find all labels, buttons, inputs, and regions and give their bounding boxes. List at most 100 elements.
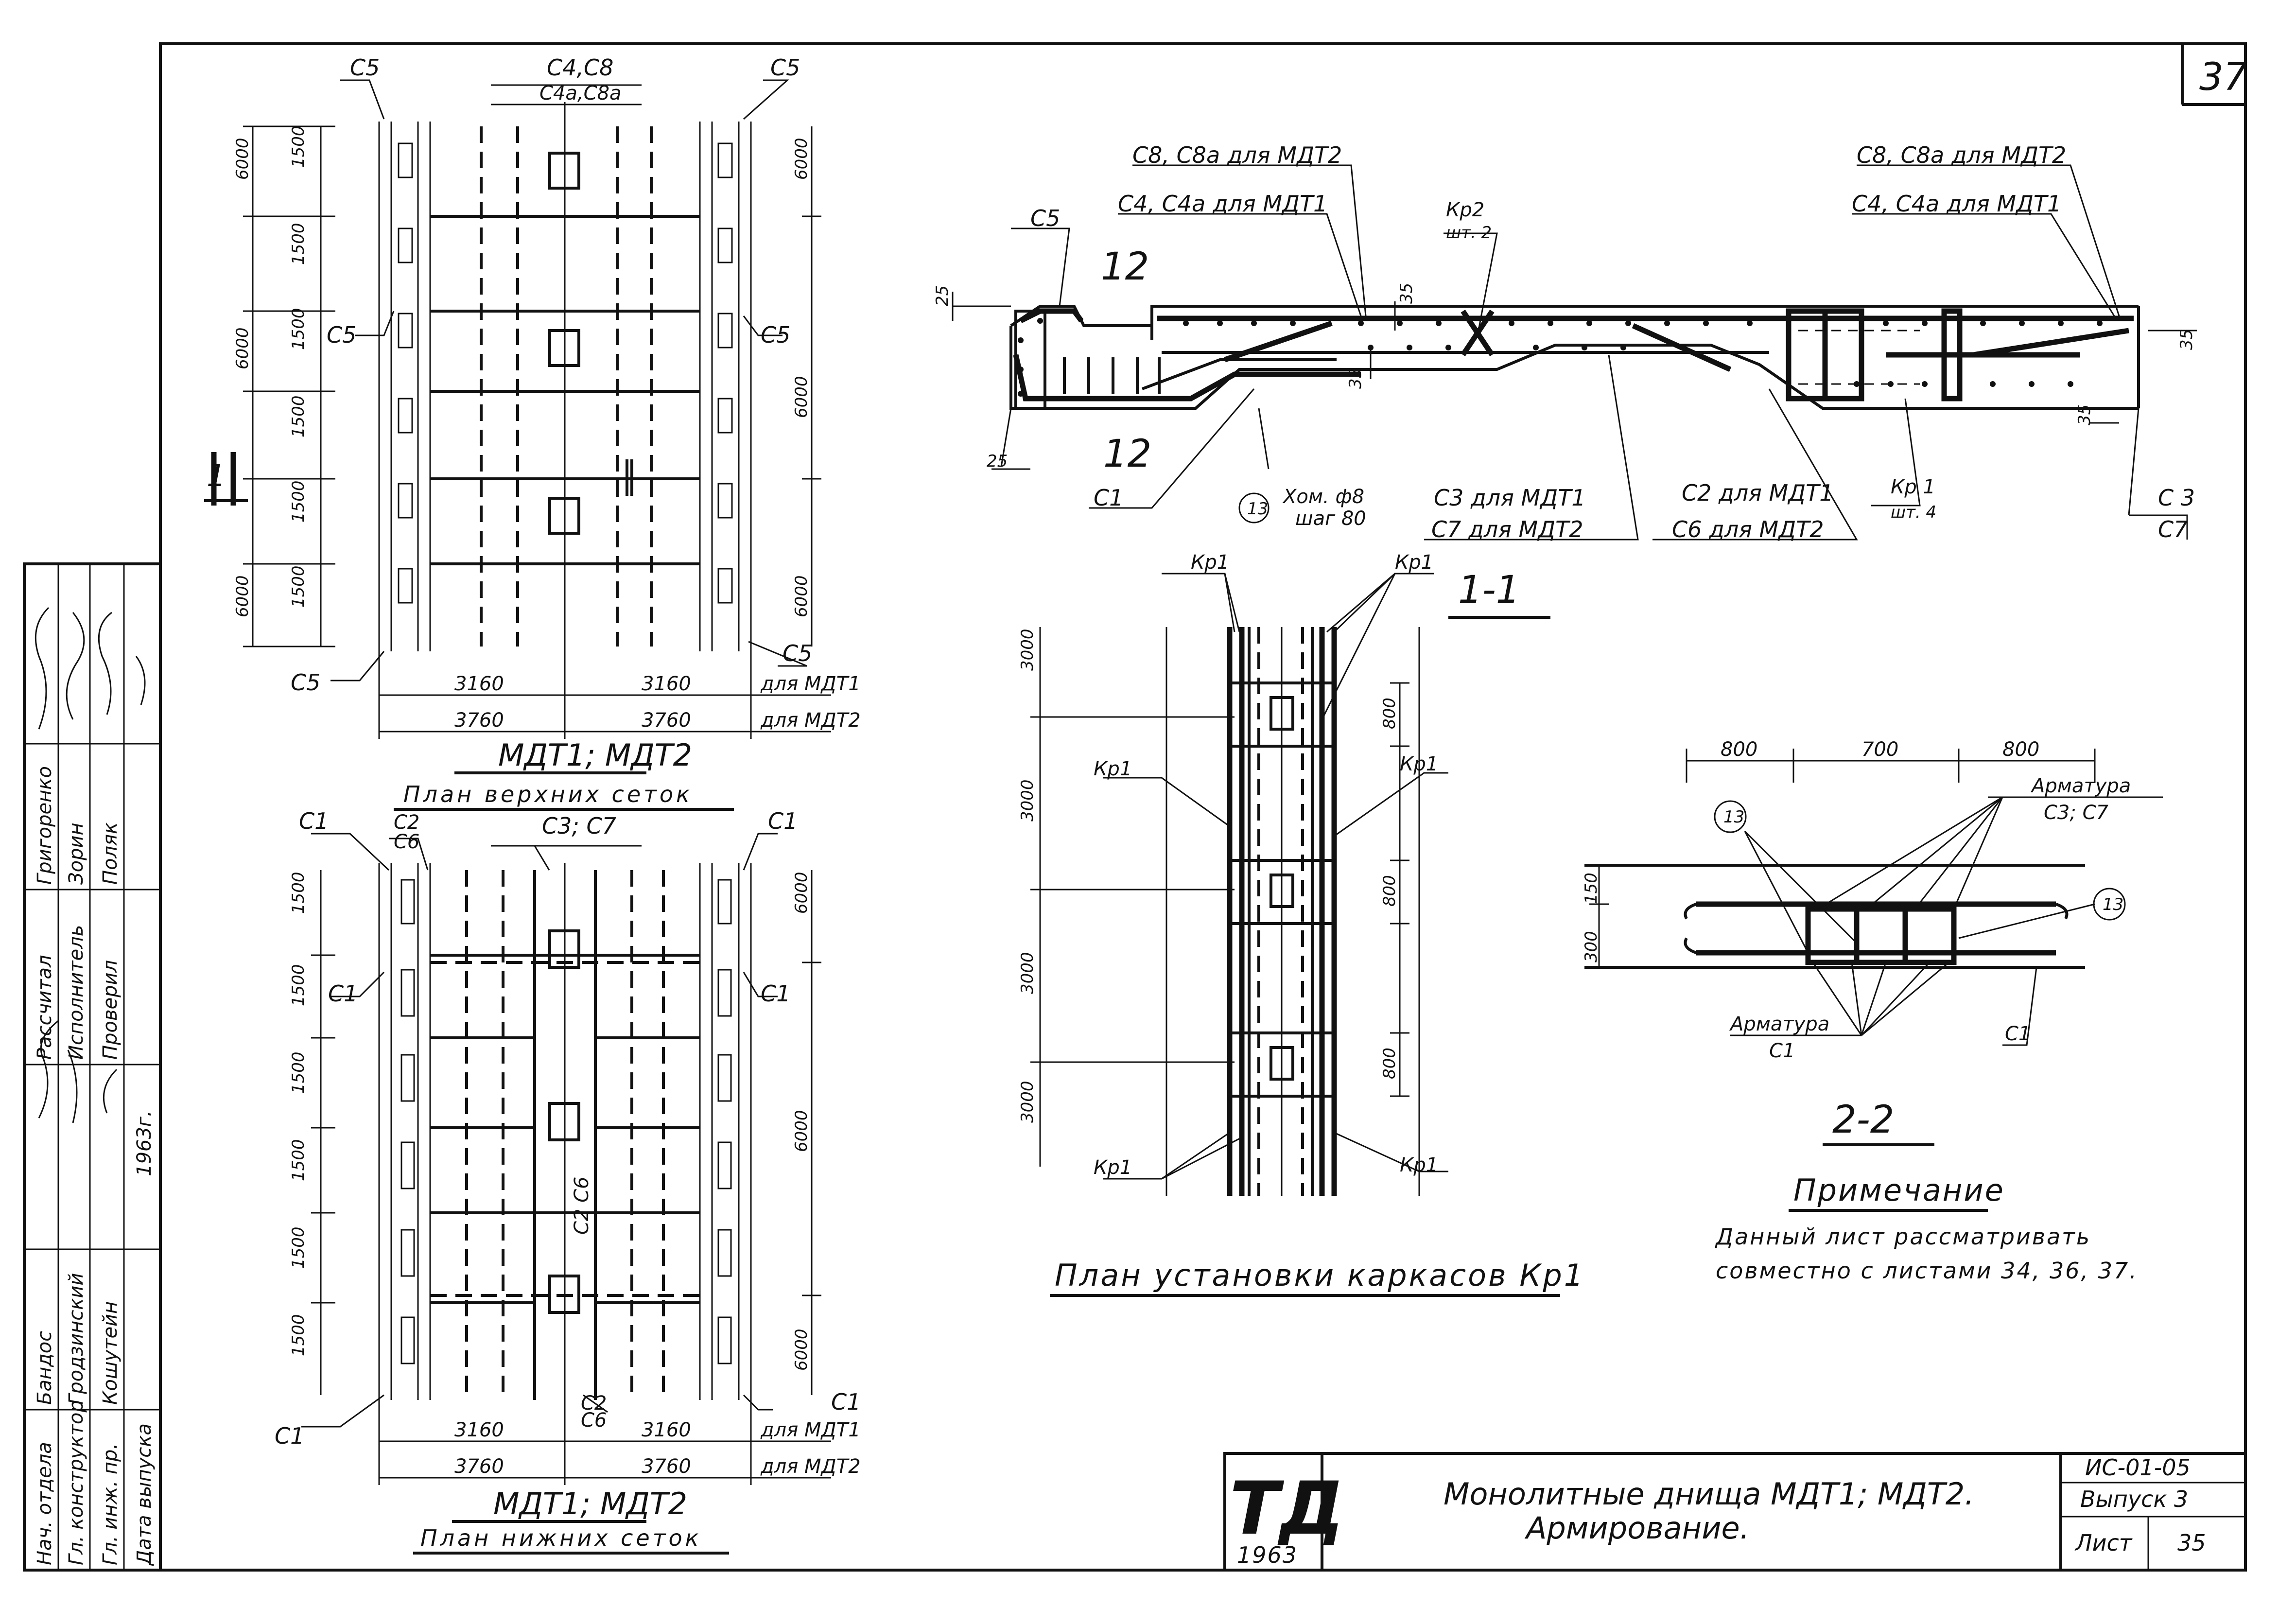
title-series: ИС-01-05 — [2085, 1454, 2191, 1481]
top-section-mark: 1 — [207, 458, 226, 493]
top-dim-bottom-2b: 3760 — [642, 709, 691, 732]
frames-kr1-br: Кр1 — [1400, 1154, 1438, 1176]
title-logo-year: 1963 — [1237, 1542, 1298, 1568]
frames-kr1-tr: Кр1 — [1395, 551, 1433, 574]
bottom-label-c1-tr: С1 — [768, 808, 798, 834]
frames-dim-right-3: 800 — [1380, 1048, 1399, 1079]
sec22-circle-13-right: 13 — [2103, 895, 2123, 914]
stamp-name2-2: Зорин — [65, 822, 87, 885]
section-label-kr1-qty: шт. 4 — [1891, 503, 1936, 522]
frames-plan-texts: Кр1 Кр1 Кр1 Кр1 Кр1 Кр1 3000 3000 3000 3… — [1018, 551, 1585, 1297]
bottom-note-row1: для МДТ1 — [760, 1419, 861, 1441]
title-block-texts: ТД 1963 Монолитные днища МДТ1; МДТ2. Арм… — [1230, 1454, 2206, 1568]
bottom-dim-left-4: 1500 — [289, 1139, 308, 1181]
section-circle-13: 13 — [1247, 499, 1268, 519]
top-label-c5-mr: С5 — [761, 322, 790, 348]
top-label-c5-bl: С5 — [291, 669, 320, 696]
stamp-role2-2: Исполнитель — [65, 925, 87, 1060]
stamp-name-2: Гродзинский — [65, 1273, 87, 1405]
top-dim-left-5: 1500 — [289, 308, 308, 350]
top-label-c5-br: С5 — [783, 640, 812, 666]
frames-kr1-mr: Кр1 — [1400, 753, 1438, 775]
top-label-c4c8: С4,С8 — [547, 54, 613, 81]
sec22-dim-left-2: 300 — [1582, 931, 1601, 962]
bottom-label-c1-bl: С1 — [275, 1423, 304, 1449]
section-label-c1: С1 — [1094, 485, 1123, 511]
bottom-dim-bottom-1a: 3160 — [454, 1419, 504, 1441]
frames-kr1-ml: Кр1 — [1094, 758, 1132, 780]
top-dim-right-1: 6000 — [792, 138, 811, 180]
top-plan — [204, 79, 831, 739]
section-1-1-texts: С8, С8а для МДТ2 С4, С4а для МДТ1 С8, С8… — [933, 142, 2196, 619]
top-label-c4ac8a: С4а,С8а — [539, 82, 622, 105]
frames-dim-left-4: 3000 — [1018, 1081, 1037, 1123]
section-dim-35d: 35 — [2075, 404, 2094, 425]
top-plan-texts: С5 С5 С4,С8 С4а,С8а С5 С5 С5 С5 1 6000 1… — [207, 54, 861, 811]
side-stamp-texts: Нач. отдела Гл. конструктор Гл. инж. пр.… — [34, 766, 156, 1566]
stamp-year: 1963г. — [133, 1110, 156, 1176]
title-logo: ТД — [1230, 1467, 1344, 1551]
bottom-label-c2: С2 — [394, 811, 419, 834]
sec22-dim-top-2: 700 — [1861, 738, 1898, 761]
bottom-note-row2: для МДТ2 — [760, 1455, 861, 1478]
bottom-label-c3c7: С3; С7 — [542, 813, 616, 839]
bottom-plan-title: МДТ1; МДТ2 — [493, 1486, 687, 1521]
side-stamp — [23, 562, 162, 1572]
stamp-role2-1: Рассчитал — [34, 955, 56, 1060]
top-dim-left-7: 1500 — [289, 480, 308, 523]
top-label-c5-tl: С5 — [350, 54, 380, 81]
top-dim-bottom-1b: 3160 — [642, 673, 691, 695]
section-2-2-drawing — [1584, 749, 2163, 1046]
section-dim-35b: 35 — [1346, 368, 1365, 389]
frames-kr1-tl: Кр1 — [1191, 551, 1229, 574]
section-dim-35c: 35 — [2177, 329, 2196, 350]
top-dim-left-8: 6000 — [233, 575, 252, 617]
top-dim-bottom-1a: 3160 — [454, 673, 504, 695]
note-line-2: совместно с листами 34, 36, 37. — [1716, 1258, 2138, 1284]
frames-plan-title: План установки каркасов Кр1 — [1055, 1258, 1585, 1293]
top-label-c5-tr: С5 — [770, 54, 800, 81]
frames-dim-left-3: 3000 — [1018, 952, 1037, 994]
top-dim-right-2: 6000 — [792, 376, 811, 418]
bottom-dim-left-3: 1500 — [289, 1051, 308, 1094]
bottom-dim-right-1: 6000 — [792, 872, 811, 914]
sec22-dim-top-3: 800 — [2002, 738, 2039, 761]
sec22-arm-top-1: Арматура — [2030, 775, 2131, 797]
frames-dim-right-2: 800 — [1380, 875, 1399, 907]
top-dim-left-6: 1500 — [289, 395, 308, 437]
frames-plan — [1030, 573, 1448, 1196]
frames-dim-left-2: 3000 — [1018, 779, 1037, 821]
section-dim-35a: 35 — [1397, 283, 1416, 304]
stamp-role-4: Дата выпуска — [133, 1423, 156, 1566]
section-1-1-drawing — [952, 164, 2197, 541]
title-line-2: Армирование. — [1524, 1510, 1749, 1546]
section-dim-25a: 25 — [933, 285, 952, 306]
section-label-step: шаг 80 — [1295, 507, 1366, 530]
top-label-c5-ml: С5 — [327, 322, 356, 348]
stamp-name2-3: Поляк — [99, 822, 122, 885]
top-note-row2: для МДТ2 — [760, 709, 861, 732]
bottom-dim-left-2: 1500 — [289, 964, 308, 1006]
top-dim-bottom-2a: 3760 — [454, 709, 504, 732]
section-label-c4-mdt1-a: С4, С4а для МДТ1 — [1118, 191, 1327, 217]
bottom-label-c1-br: С1 — [831, 1389, 861, 1415]
section-label-c3-mdt1: С3 для МДТ1 — [1434, 485, 1586, 511]
section-label-c3: С 3 — [2158, 485, 2195, 511]
section-label-kr1: Кр 1 — [1891, 476, 1935, 498]
section-label-c6-mdt2: С6 для МДТ2 — [1672, 516, 1824, 542]
note-heading: Примечание — [1793, 1172, 2005, 1208]
top-plan-band-frames — [398, 142, 733, 604]
section-label-c2-mdt1: С2 для МДТ1 — [1682, 480, 1834, 506]
section-label-c7: С7 — [2158, 516, 2188, 542]
top-dim-left-3: 1500 — [289, 223, 308, 265]
section-2-2-title: 2-2 — [1832, 1098, 1894, 1142]
bottom-label-c6-bottom: С6 — [581, 1409, 607, 1432]
bottom-label-c1-ml: С1 — [328, 980, 358, 1007]
top-plan-title: МДТ1; МДТ2 — [498, 737, 692, 773]
stamp-signatures — [35, 607, 146, 1123]
stamp-name-1: Бандос — [34, 1331, 56, 1405]
bottom-dim-bottom-1b: 3160 — [642, 1419, 691, 1441]
bottom-label-c2c6: С2 С6 — [571, 1177, 593, 1235]
